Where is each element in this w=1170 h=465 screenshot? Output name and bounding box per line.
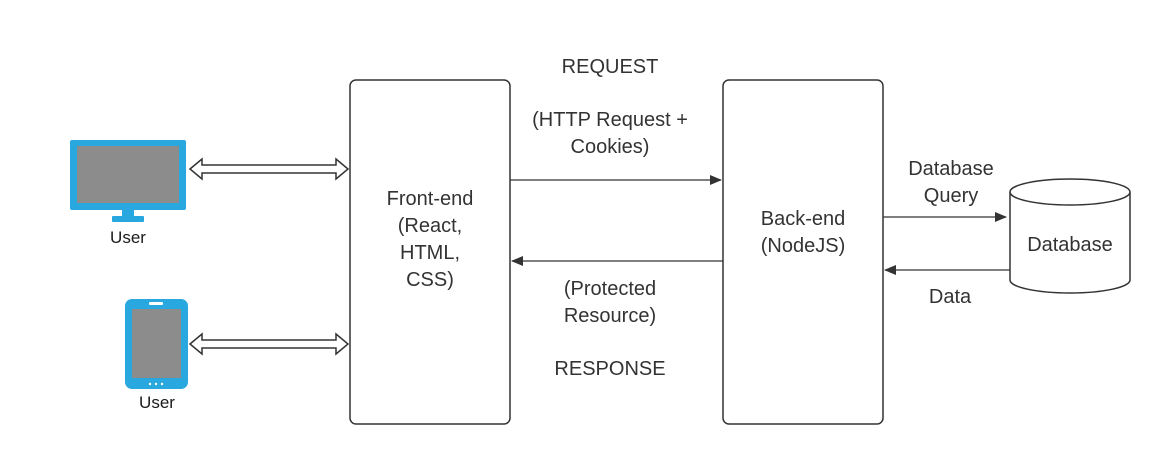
data-label: Data xyxy=(928,286,972,308)
desktop-monitor-icon xyxy=(70,140,186,222)
response-title: RESPONSE xyxy=(554,358,666,380)
database-query-label: Database Query xyxy=(908,158,994,207)
tablet-frontend-double-arrow xyxy=(188,332,350,356)
tablet-user-label: User xyxy=(139,393,175,412)
backend-label: Back-end (NodeJS) xyxy=(760,208,846,257)
backend-box xyxy=(722,79,884,425)
frontend-box xyxy=(349,79,511,425)
database-label: Database xyxy=(1027,234,1113,256)
frontend-label: Front-end (React, HTML, CSS) xyxy=(386,188,474,291)
database-cylinder-icon xyxy=(1009,178,1131,294)
desktop-user-label: User xyxy=(110,228,146,247)
desktop-frontend-double-arrow xyxy=(188,157,350,181)
request-detail: (HTTP Request + Cookies) xyxy=(532,109,688,158)
tablet-icon xyxy=(125,299,188,389)
response-detail: (Protected Resource) xyxy=(563,278,657,327)
request-title: REQUEST xyxy=(561,56,659,78)
